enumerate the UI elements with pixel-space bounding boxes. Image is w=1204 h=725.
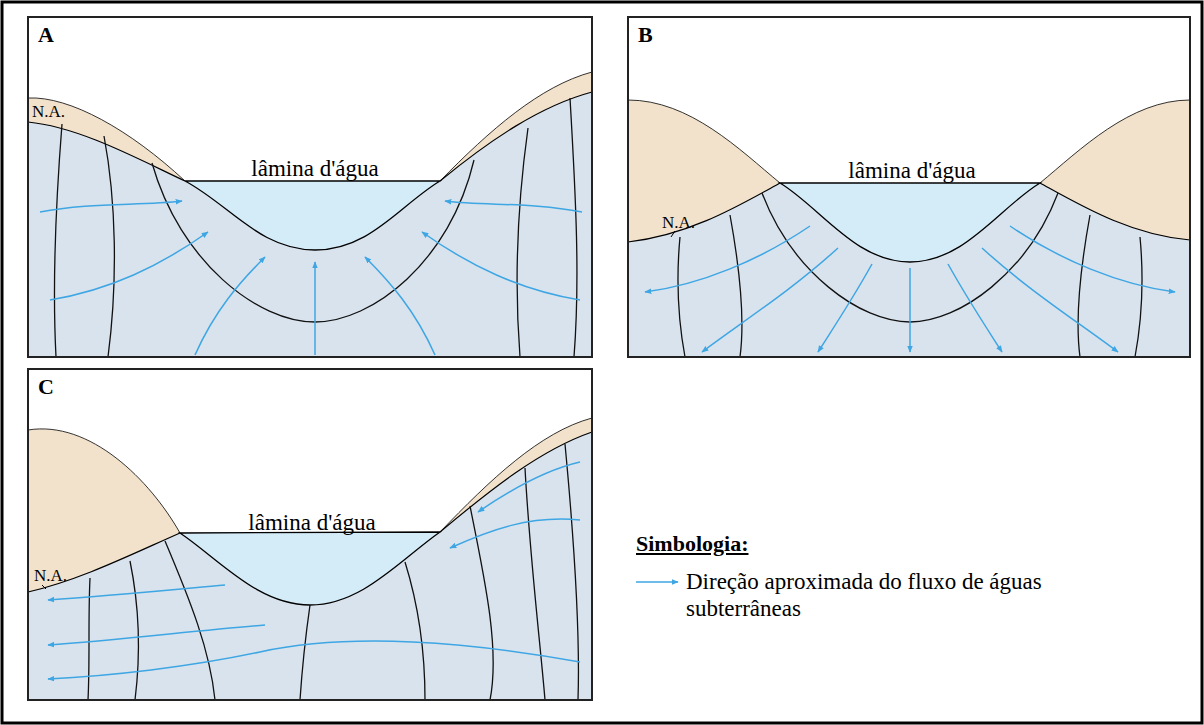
ground-surface [440, 418, 592, 532]
water-table-label: N.A. [34, 567, 67, 584]
flow-arrow [48, 625, 265, 645]
unsaturated-zone [28, 429, 180, 592]
equipotential-line [678, 237, 685, 357]
flow-arrow [982, 248, 1118, 352]
flow-arrow [50, 232, 208, 300]
equipotential-line [165, 541, 215, 700]
equipotential-line [130, 561, 138, 700]
flow-arrow [48, 585, 225, 600]
equipotential-line [300, 605, 310, 700]
equipotential-line [104, 136, 114, 357]
flow-arrow [702, 248, 838, 352]
unsaturated-zone [628, 100, 780, 242]
panel-c-drawing [28, 418, 592, 700]
ground-surface [1040, 100, 1190, 183]
lake [185, 181, 440, 250]
panel-box: A N.A. lâmina d'água [27, 16, 593, 358]
lake [780, 183, 1040, 262]
panel-letter: A [38, 24, 54, 46]
equipotential-line [405, 562, 425, 700]
legend-text: Direção aproximada do fluxo de águas sub… [686, 568, 1136, 622]
flow-arrow [818, 264, 872, 352]
equipotential-line [152, 160, 474, 322]
water-table-line [440, 92, 592, 181]
equipotential-line [1135, 237, 1142, 357]
panel-b-drawing [628, 100, 1190, 357]
leader-line [671, 231, 675, 237]
ground-surface [628, 100, 780, 183]
panel-a-drawing [28, 72, 592, 357]
equipotential-line [1078, 215, 1090, 357]
flow-arrow [195, 257, 265, 355]
equipotential-line [54, 124, 62, 357]
flow-arrow [445, 201, 582, 212]
lake-surface-label: lâmina d'água [248, 511, 375, 534]
unsaturated-zone [440, 418, 592, 532]
unsaturated-zone [1040, 100, 1190, 240]
groundwater-zone [28, 92, 592, 357]
flow-arrow [365, 257, 435, 355]
flow-arrow [645, 226, 810, 292]
flow-arrow [948, 264, 1002, 352]
water-table-line [1040, 183, 1190, 240]
flow-arrow [1010, 226, 1175, 292]
water-table-label: N.A. [662, 214, 695, 231]
flow-arrow [422, 232, 580, 300]
ground-surface [28, 429, 180, 533]
legend-heading: Simbologia: [636, 533, 748, 555]
flow-arrow [40, 201, 182, 212]
leader-line [42, 585, 46, 589]
flow-arrow [48, 641, 580, 679]
equipotential-line [730, 215, 742, 357]
panel-letter: B [638, 24, 653, 46]
panel-box: C N.A. lâmina d'água [27, 368, 593, 701]
water-table-line [628, 183, 780, 242]
ground-surface [440, 72, 592, 181]
water-table-line [440, 432, 592, 532]
flow-arrow [314, 262, 316, 355]
lake-surface-label: lâmina d'água [251, 157, 378, 180]
lake-surface-label: lâmina d'água [848, 159, 975, 182]
unsaturated-zone [440, 72, 592, 181]
panel-letter: C [38, 376, 54, 398]
ground-surface [28, 98, 185, 181]
equipotential-line [517, 128, 528, 357]
legend-arrow-sample [636, 581, 678, 583]
flow-arrow [478, 462, 580, 512]
water-table-label: N.A. [32, 103, 65, 120]
water-table-line [28, 533, 180, 592]
flow-arrow [909, 268, 911, 352]
lake [180, 532, 440, 605]
unsaturated-zone [28, 98, 185, 181]
flow-arrow [450, 519, 580, 548]
equipotential-line [570, 98, 577, 357]
panel-box: B N.A. lâmina d'água [627, 16, 1191, 358]
equipotential-line [525, 468, 545, 700]
